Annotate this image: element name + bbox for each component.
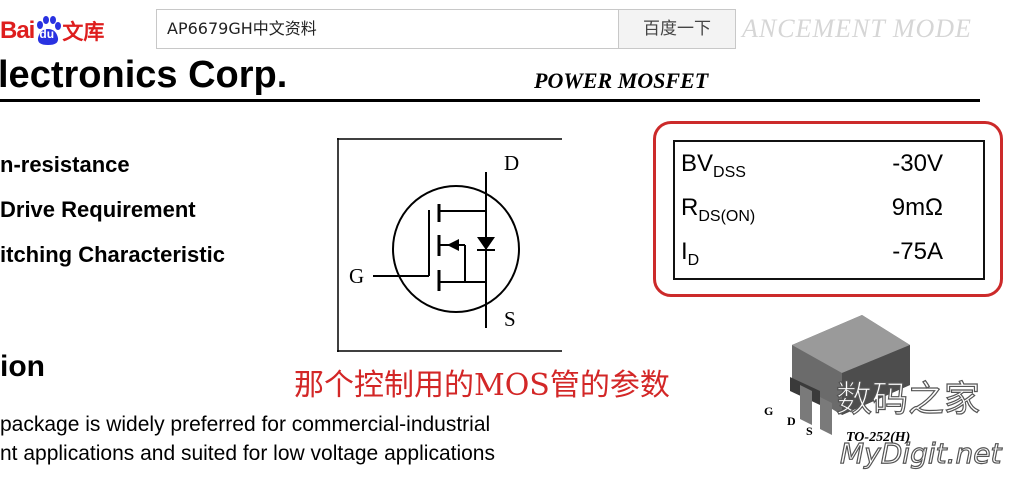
spec-highlight-ring xyxy=(653,121,1003,297)
section-heading: ion xyxy=(0,350,45,383)
package-name: TO-252(H) xyxy=(846,430,910,445)
package-gate-label: G xyxy=(764,404,773,418)
package-source-label: S xyxy=(806,424,813,438)
document-subtitle-faded: ANCEMENT MODE xyxy=(742,14,972,43)
description-line: package is widely preferred for commerci… xyxy=(0,413,491,436)
search-button[interactable]: 百度一下 xyxy=(618,9,736,49)
product-type: POWER MOSFET xyxy=(534,68,709,93)
mosfet-symbol: D G S xyxy=(337,138,562,352)
package-illustration: G D S TO-252(H) xyxy=(750,305,950,455)
source-label: S xyxy=(504,307,516,331)
logo-text-wenku: 文库 xyxy=(62,20,105,44)
feature-item: n-resistance xyxy=(0,152,130,177)
paw-icon: du xyxy=(35,16,62,46)
watermark-cn: 数码之家 xyxy=(836,379,980,420)
spec-symbol: ID xyxy=(681,238,700,269)
logo-text-du: du xyxy=(39,27,55,41)
feature-item: itching Characteristic xyxy=(0,242,225,267)
spec-row-id: ID -75A xyxy=(675,234,983,274)
feature-item: Drive Requirement xyxy=(0,197,196,222)
spec-value: -30V xyxy=(892,150,943,177)
header-rule xyxy=(0,99,980,102)
spec-value: -75A xyxy=(892,238,943,265)
spec-symbol: BVDSS xyxy=(681,150,746,181)
spec-table: BVDSS -30V RDS(ON) 9mΩ ID -75A xyxy=(673,140,985,280)
company-name: lectronics Corp. xyxy=(0,54,288,96)
spec-row-bvdss: BVDSS -30V xyxy=(675,146,983,186)
logo-text-bai: Bai xyxy=(0,17,35,44)
description-line: nt applications and suited for low volta… xyxy=(0,442,495,465)
spec-symbol: RDS(ON) xyxy=(681,194,756,225)
site-watermark: 数码之家 MyDigit.net xyxy=(832,375,1012,475)
spec-value: 9mΩ xyxy=(891,194,943,221)
annotation-text: 那个控制用的MOS管的参数 xyxy=(294,368,670,403)
baidu-wenku-logo[interactable]: Bai du 文库 xyxy=(0,14,104,48)
drain-label: D xyxy=(504,151,519,175)
package-drain-label: D xyxy=(787,414,796,428)
search-input[interactable]: AP6679GH中文资料 xyxy=(156,9,618,49)
watermark-url: MyDigit.net xyxy=(840,437,1002,470)
spec-row-rdson: RDS(ON) 9mΩ xyxy=(675,190,983,230)
gate-label: G xyxy=(349,264,364,288)
